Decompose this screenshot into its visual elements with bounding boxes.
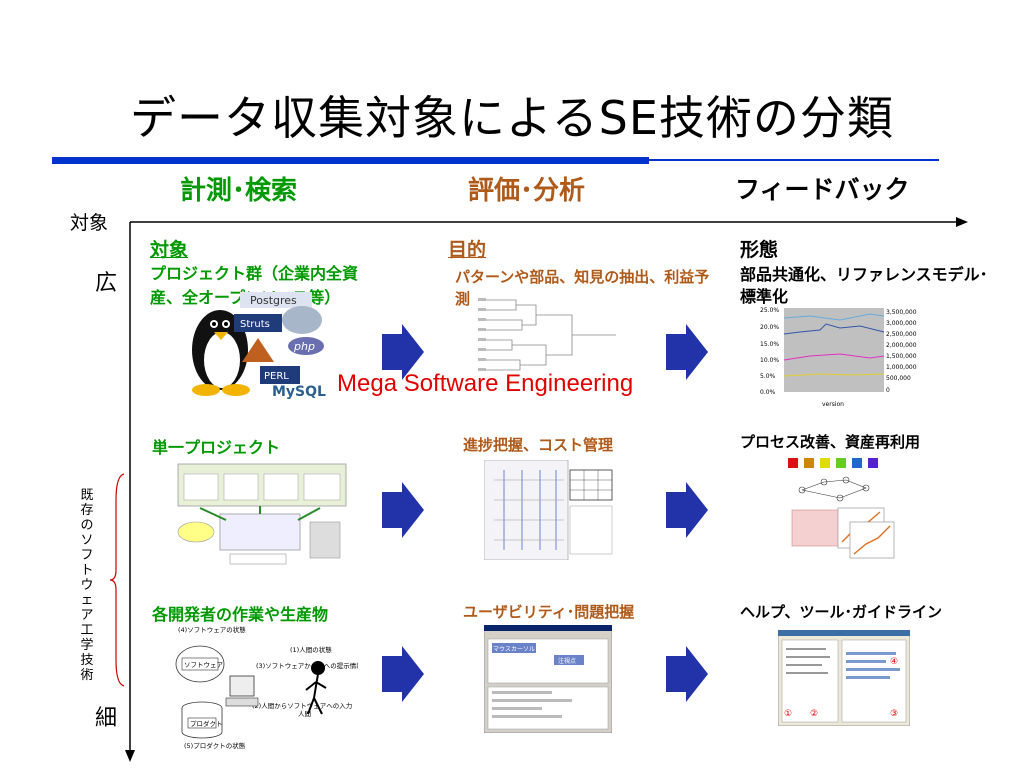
pc-keyboard-icon [225,697,259,707]
row1-target-heading: 対象 [150,239,189,261]
usability-screenshot: マウスカーソル 注視点 [484,625,612,733]
axis-label-narrow: 細 [95,706,118,731]
help-mark-2: ② [810,709,818,719]
php-logo-text: php [293,340,315,353]
right-tick-4: 2,000,000 [886,342,917,349]
left-tick-1: 25.0% [760,307,779,314]
chart-line-2 [783,323,885,335]
row3-form-text: ヘルプ、ツール･ガイドライン [740,603,943,621]
existing-tech-label: 既存のソフトウェア工学技術 [80,488,94,683]
struts-logo-text: Struts [240,319,270,330]
row3-purpose-text: ユーザビリティ･問題把握 [463,603,635,621]
row3-target-text: 各開発者の作業や生産物 [152,605,329,624]
existing-tech-brace [109,473,125,687]
chart-line-3 [783,353,885,361]
help-mark-4: ④ [890,657,898,667]
chart-plot-area [784,308,884,392]
mouse-cursor-popup-text: マウスカーソル [493,645,535,653]
axis-label-target: 対象 [70,212,109,234]
column-heading-analysis: 評価･分析 [468,176,586,206]
left-tick-2: 20.0% [760,324,779,331]
axis-label-wide: 広 [95,271,118,296]
help-screenshot: ① ② ③ ④ [778,630,910,726]
title-underline-thick [52,157,649,164]
row1-form-heading: 形態 [740,239,779,261]
human-to-software-label: (2)人間からソフトウェアへの入力 [252,701,352,710]
title-underline-thin [649,159,939,161]
project-diagram [177,463,347,565]
right-tick-8: 0 [886,387,890,394]
column-heading-feedback: フィードバック [735,175,910,204]
human-label: 人間 [298,710,311,718]
colored-blocks [788,458,878,468]
progress-chart-figure [484,460,613,560]
postgres-logo-text: Postgres [250,294,297,307]
right-tick-2: 3,000,000 [886,320,917,327]
row1-purpose-text: パターンや部品、知見の抽出、利益予測 [455,268,710,308]
process-improvement-figure [788,458,895,559]
chart-xlabel: version [822,401,844,408]
left-tick-3: 15.0% [760,341,779,348]
arrow-row3-a [382,646,424,702]
page-title: データ収集対象によるSE技術の分類 [130,91,894,145]
row2-target-text: 単一プロジェクト [152,438,281,457]
chart-line-4 [783,373,885,377]
software-box-text: ソフトウェア [184,661,224,669]
human-state-label: (1)人間の状態 [290,645,332,654]
right-tick-6: 1,000,000 [886,364,917,371]
tomcat-icon [242,338,274,362]
horizontal-axis-arrowhead [956,217,968,227]
right-tick-5: 1,500,000 [886,353,917,360]
developer-state-diagram: (4)ソフトウェアの状態 ソフトウェア (1)人間の状態 (3)ソフトウェアから… [175,625,358,750]
gaze-point-popup [554,655,584,665]
left-tick-4: 10.0% [760,357,779,364]
software-to-human-label: (3)ソフトウェアから人への提示情報 [256,661,358,670]
right-tick-3: 2,500,000 [886,331,917,338]
mega-se-label: Mega Software Engineering [337,370,634,397]
metrics-chart: 25.0% 20.0% 15.0% 10.0% 5.0% 0.0% 3,500,… [760,307,917,408]
help-mark-1: ① [784,709,792,719]
left-tick-5: 5.0% [760,373,776,380]
dev-state-software-label: (4)ソフトウェアの状態 [178,625,246,634]
help-mark-3: ③ [890,709,898,719]
arrow-row1-a [382,324,424,380]
row1-form-text: 部品共通化、リファレンスモデル･標準化 [740,265,988,306]
project-diagram-center-box [219,513,301,551]
chart-line-1 [783,313,885,321]
arrow-row2-b [666,482,708,538]
person-icon [305,661,327,715]
perl-logo-text: PERL [264,371,289,382]
dendrogram-figure [478,298,616,371]
gaze-point-popup-text: 注視点 [558,657,576,665]
pc-monitor-icon [229,675,255,697]
product-box-text: プロダクト [190,719,223,728]
postgres-logo [240,292,312,308]
row2-purpose-text: 進捗把握、コスト管理 [463,436,614,454]
open-source-logos: Postgres Struts php PERL MySQL [192,292,326,400]
right-tick-7: 500,000 [886,375,911,382]
left-tick-6: 0.0% [760,389,776,396]
arrow-row1-b [666,324,708,380]
row2-form-text: プロセス改善、資産再利用 [740,433,921,451]
product-state-label: (5)プロダクトの状態 [184,741,246,750]
arrow-row2-a [382,482,424,538]
php-logo [288,337,324,355]
mysql-logo-text: MySQL [272,384,326,400]
column-heading-measure: 計測･検索 [180,176,298,206]
elephant-icon [282,306,322,334]
mouse-cursor-popup [492,643,536,653]
row1-purpose-heading: 目的 [448,239,487,261]
perl-logo [260,366,300,384]
vertical-axis-arrowhead [125,750,135,762]
struts-logo [234,314,282,332]
computer-icon [309,521,341,559]
right-tick-1: 3,500,000 [886,309,917,316]
arrow-row3-b [666,646,708,702]
